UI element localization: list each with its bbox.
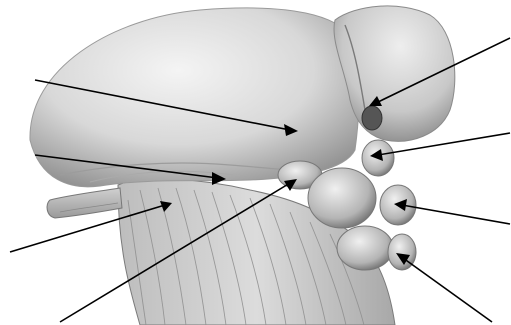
pointer-mid-right bbox=[402, 205, 510, 224]
upper-nodule bbox=[362, 106, 382, 130]
nerve-tract bbox=[47, 188, 122, 218]
pointer-bottom-right bbox=[403, 258, 492, 322]
